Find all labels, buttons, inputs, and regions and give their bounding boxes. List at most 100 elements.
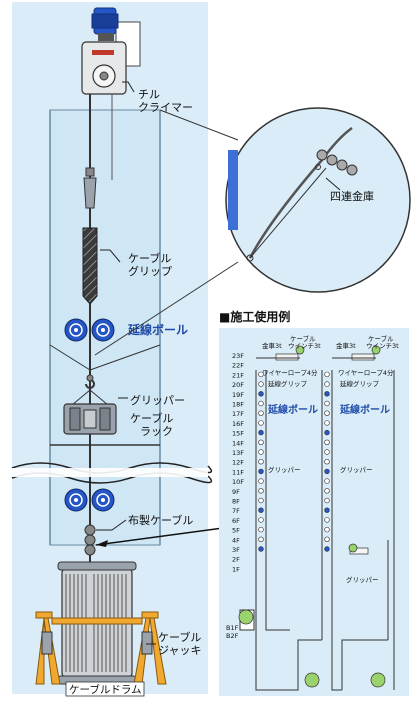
grip-mark: [258, 391, 264, 397]
example-gripper-1: グリッパー: [268, 465, 301, 474]
cable-jack: [35, 611, 167, 685]
example-winch-1: ケーブルウインチ3t: [288, 334, 321, 350]
grip-mark: [324, 497, 330, 504]
grip-mark: [324, 468, 330, 475]
example-wire-rope-2: ワイヤーロープ4分: [338, 368, 394, 377]
gripper-label: グリッパー: [130, 393, 185, 407]
floor-label-6f: 6F: [232, 517, 240, 525]
example-b2f: B2F: [226, 632, 239, 640]
floor-label-20f: 20F: [232, 381, 244, 389]
grip-mark: [258, 429, 264, 436]
grip-mark: [324, 459, 330, 465]
floor-label-2f: 2F: [232, 556, 240, 564]
grip-mark: [324, 449, 330, 455]
grip-mark: [324, 391, 330, 397]
cloth-cable-label: 布製ケーブル: [128, 513, 193, 527]
example-ext-grip-2: 延線グリップ: [340, 379, 380, 388]
floor-label-10f: 10F: [232, 478, 244, 486]
grip-mark: [258, 400, 264, 407]
grip-mark: [258, 517, 264, 523]
grip-mark: [258, 420, 264, 426]
cloth-cable: [84, 524, 96, 556]
floor-label-22f: 22F: [232, 362, 244, 370]
floor-label-18f: 18F: [232, 401, 244, 409]
floor-label-9f: 9F: [232, 488, 240, 496]
grip-mark: [324, 410, 330, 416]
floor-label-8f: 8F: [232, 498, 240, 506]
floor-label-14f: 14F: [232, 439, 244, 447]
floor-label-1f: 1F: [232, 565, 240, 573]
grip-mark: [258, 488, 264, 494]
grip-mark: [324, 488, 330, 494]
grip-mark: [258, 526, 264, 533]
grip-mark: [258, 371, 264, 378]
grip-mark: [258, 497, 264, 504]
chill-climber-label: チルクライマー: [138, 88, 193, 114]
floor-label-5f: 5F: [232, 527, 240, 535]
example-ext-grip-1: 延線グリップ: [268, 379, 308, 388]
floor-label-7f: 7F: [232, 507, 240, 515]
example-kanaguruma-1: 金車3t: [262, 341, 282, 350]
floor-label-12f: 12F: [232, 459, 244, 467]
grip-mark: [258, 410, 264, 416]
grip-mark: [324, 546, 330, 552]
extension-ball-upper: [64, 318, 115, 342]
floor-label-19f: 19F: [232, 391, 244, 399]
chill-climber: [81, 7, 141, 95]
cable-grip-label: ケーブルグリップ: [128, 251, 172, 278]
grip-mark: [258, 459, 264, 465]
grip-mark: [258, 381, 264, 387]
example-title: ■施工使用例: [219, 309, 290, 324]
floor-label-23f: 23F: [232, 352, 244, 360]
grip-mark: [324, 429, 330, 436]
floor-label-21f: 21F: [232, 371, 244, 379]
grip-mark: [258, 478, 264, 484]
grip-mark: [258, 546, 264, 552]
cable-grip: [82, 227, 98, 305]
cable-rack-label: ケーブルラック: [130, 411, 173, 438]
grip-mark: [258, 536, 264, 542]
floor-label-11f: 11F: [232, 468, 244, 476]
grip-mark: [258, 439, 264, 445]
floor-label-13f: 13F: [232, 449, 244, 457]
grip-mark: [324, 420, 330, 426]
floor-label-17f: 17F: [232, 410, 244, 418]
example-kanaguruma-2: 金車3t: [336, 341, 356, 350]
grip-mark: [324, 526, 330, 533]
extension-ball-lower: [64, 488, 115, 512]
extension-ball-label: 延線ボール: [127, 322, 188, 337]
floor-label-16f: 16F: [232, 420, 244, 428]
cable-drum-label: ケーブルドラム: [69, 683, 142, 696]
grip-mark: [324, 371, 330, 378]
floor-label-15f: 15F: [232, 430, 244, 438]
cable-connector: [83, 177, 97, 209]
example-wire-rope-1: ワイヤーロープ4分: [262, 368, 318, 377]
example-panel: [219, 328, 409, 696]
example-drums: [238, 609, 386, 688]
grip-mark: [324, 439, 330, 445]
example-ext-ball-1: 延線ボール: [267, 403, 318, 416]
gripper: [63, 389, 117, 435]
example-gripper-3: グリッパー: [346, 575, 379, 584]
floor-label-3f: 3F: [232, 546, 240, 554]
grip-mark: [258, 468, 264, 475]
grip-mark: [324, 507, 330, 513]
example-grips: [258, 371, 330, 552]
example-winch-2: ケーブルウインチ3t: [366, 334, 399, 350]
example-b1f: B1F: [226, 624, 239, 632]
grip-mark: [258, 507, 264, 513]
grip-mark: [324, 381, 330, 387]
detail-label: 四連金庫: [330, 189, 374, 203]
detail-circle: [225, 107, 411, 293]
example-gripper-2: グリッパー: [340, 465, 373, 474]
example-ext-ball-2: 延線ボール: [339, 403, 390, 416]
grip-mark: [324, 400, 330, 407]
grip-mark: [324, 478, 330, 484]
example-machines: [275, 345, 381, 555]
grip-mark: [324, 517, 330, 523]
grip-mark: [258, 449, 264, 455]
floor-label-4f: 4F: [232, 536, 240, 544]
